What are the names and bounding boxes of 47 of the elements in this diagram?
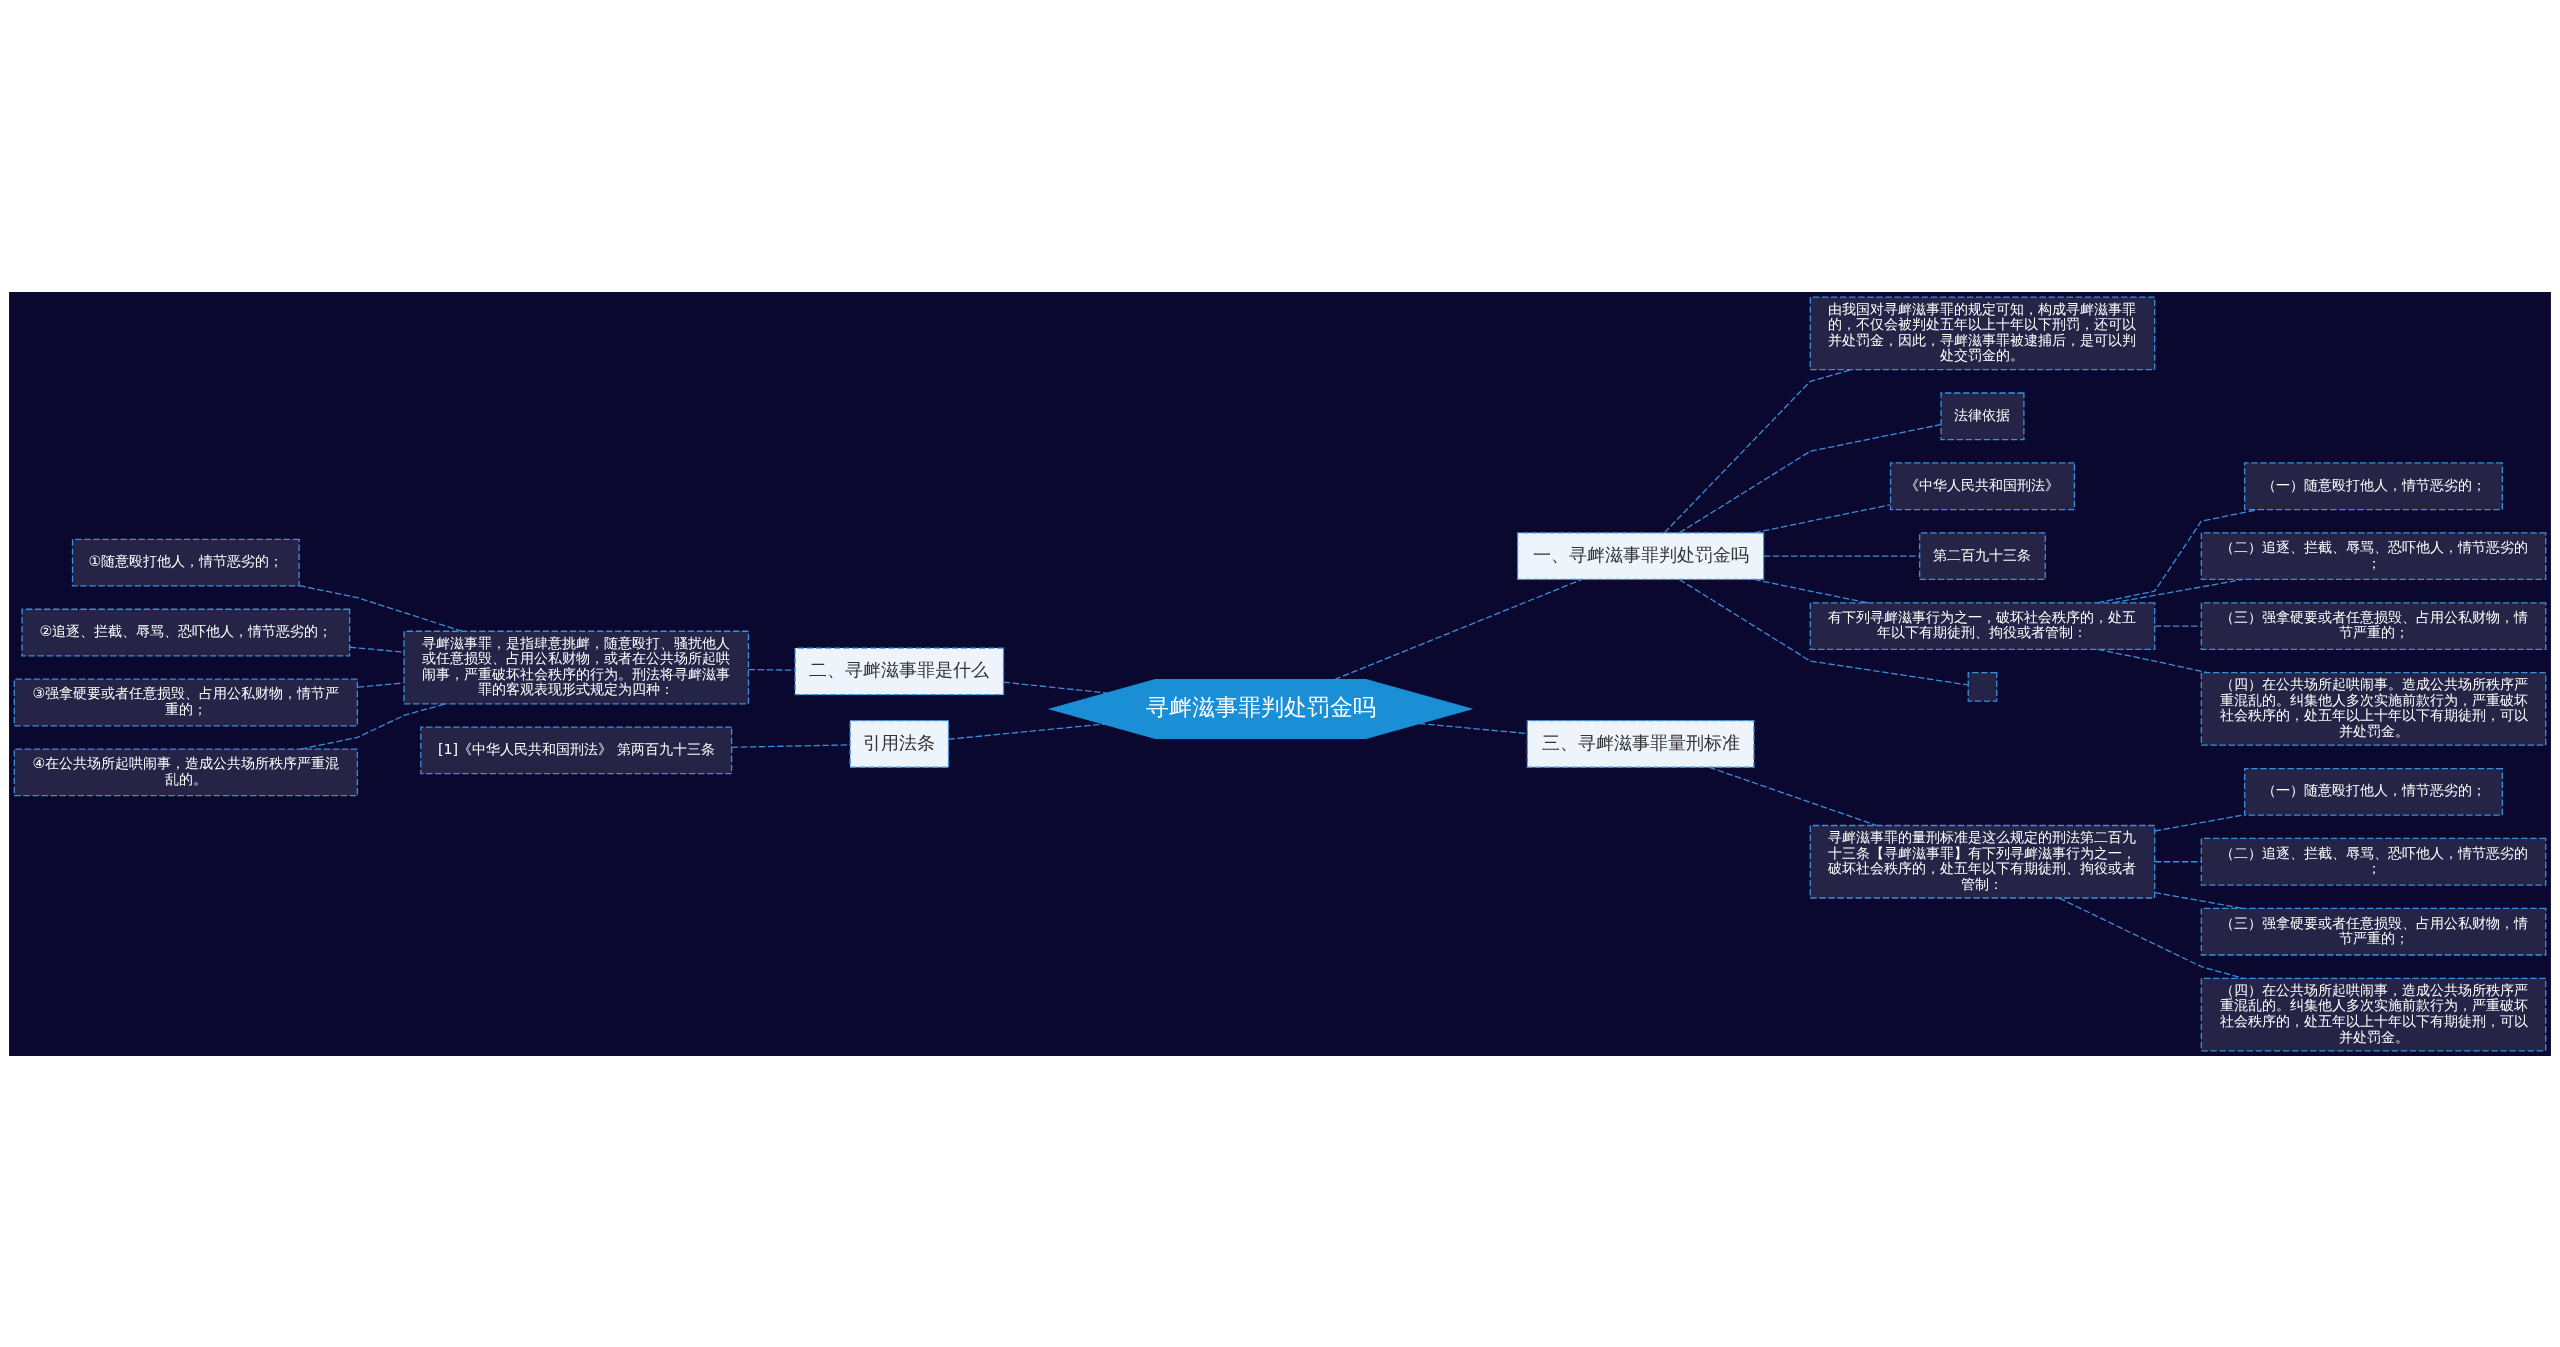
node-box: （四）在公共场所起哄闹事，造成公共场所秩序严重混乱的。纠集他人多次实施前款行为，严重破坏社会秩序的，处五年以上十年以下有期徒刑，可以并处罚金。 [2200, 977, 2547, 1051]
connector [298, 584, 463, 632]
node-box: （四）在公共场所起哄闹事。造成公共场所秩序严重混乱的。纠集他人多次实施前款行为，严重破坏社会秩序的，处五年以上十年以下有期徒刑，可以并处罚金。 [2200, 671, 2547, 746]
connector [1679, 578, 1969, 686]
connector [1753, 578, 1868, 603]
node-box: （二）追逐、拦截、辱骂、恐吓他人，情节恶劣的； [2200, 531, 2547, 580]
connector [2097, 508, 2259, 603]
connector [1334, 578, 1583, 680]
node-box: 引用法条 [849, 719, 950, 768]
node-box: 寻衅滋事罪，是指肆意挑衅，随意殴打、骚扰他人或任意损毁、占用公私财物，或者在公共场所起哄闹事，严重破坏社会秩序的行为。刑法将寻衅滋事罪的客观表现形式规定为四种： [403, 630, 750, 704]
connector [357, 681, 405, 688]
node-box: 一、寻衅滋事罪判处罚金吗 [1516, 531, 1765, 580]
connector [1679, 423, 1942, 533]
node-box: 二、寻衅滋事罪是什么 [794, 646, 1005, 695]
connector [1708, 766, 1878, 826]
node-box: 有下列寻衅滋事行为之一，破坏社会秩序的，处五年以下有期徒刑、拘役或者管制： [1809, 601, 2156, 650]
node-box: （一）随意殴打他人，情节恶劣的； [2244, 767, 2504, 816]
node-box: 寻衅滋事罪的量刑标准是这么规定的刑法第二百九十三条【寻衅滋事罪】有下列寻衅滋事行为之一，破坏社会秩序的，处五年以下有期徒刑、拘役或者管制： [1809, 824, 2156, 899]
connector [1003, 681, 1108, 694]
node-box: ③强拿硬要或者任意损毁、占用公私财物，情节严重的； [13, 678, 359, 726]
connector [1418, 722, 1528, 734]
node-box [1967, 671, 1998, 702]
connector [947, 722, 1105, 740]
connector [731, 743, 851, 748]
connector [349, 646, 405, 653]
connector [747, 668, 796, 671]
connector [1753, 503, 1891, 533]
node-box: （二）追逐、拦截、辱骂、恐吓他人，情节恶劣的； [2200, 837, 2547, 886]
node-box: 由我国对寻衅滋事罪的规定可知，构成寻衅滋事罪的，不仅会被判处五年以上十年以下刑罚，还可以并处罚金，因此，寻衅滋事罪被逮捕后，是可以判处交罚金的。 [1809, 296, 2156, 370]
node-box: 第二百九十三条 [1919, 531, 2046, 580]
node-box: ②追逐、拦截、辱骂、恐吓他人，情节恶劣的； [21, 608, 351, 656]
node-box: （三）强拿硬要或者任意损毁、占用公私财物，情节严重的； [2200, 601, 2547, 650]
connector [1663, 368, 1853, 533]
connector [300, 702, 447, 750]
node-box: ①随意殴打他人，情节恶劣的； [71, 538, 300, 587]
connector [2154, 624, 2202, 627]
connector [1763, 555, 1921, 557]
connector [2097, 648, 2208, 673]
connector [2113, 578, 2244, 603]
connector [2154, 860, 2202, 862]
node-box: （一）随意殴打他人，情节恶劣的； [2244, 461, 2504, 510]
node-box: 法律依据 [1940, 391, 2025, 440]
node-box: 三、寻衅滋事罪量刑标准 [1526, 719, 1755, 768]
node-box: ④在公共场所起哄闹事，造成公共场所秩序严重混乱的。 [13, 747, 359, 796]
node-box: [1]《中华人民共和国刑法》 第两百九十三条 [420, 725, 733, 774]
node-box: （三）强拿硬要或者任意损毁、占用公私财物，情节严重的； [2200, 907, 2547, 956]
node-box: 《中华人民共和国刑法》 [1889, 461, 2076, 510]
